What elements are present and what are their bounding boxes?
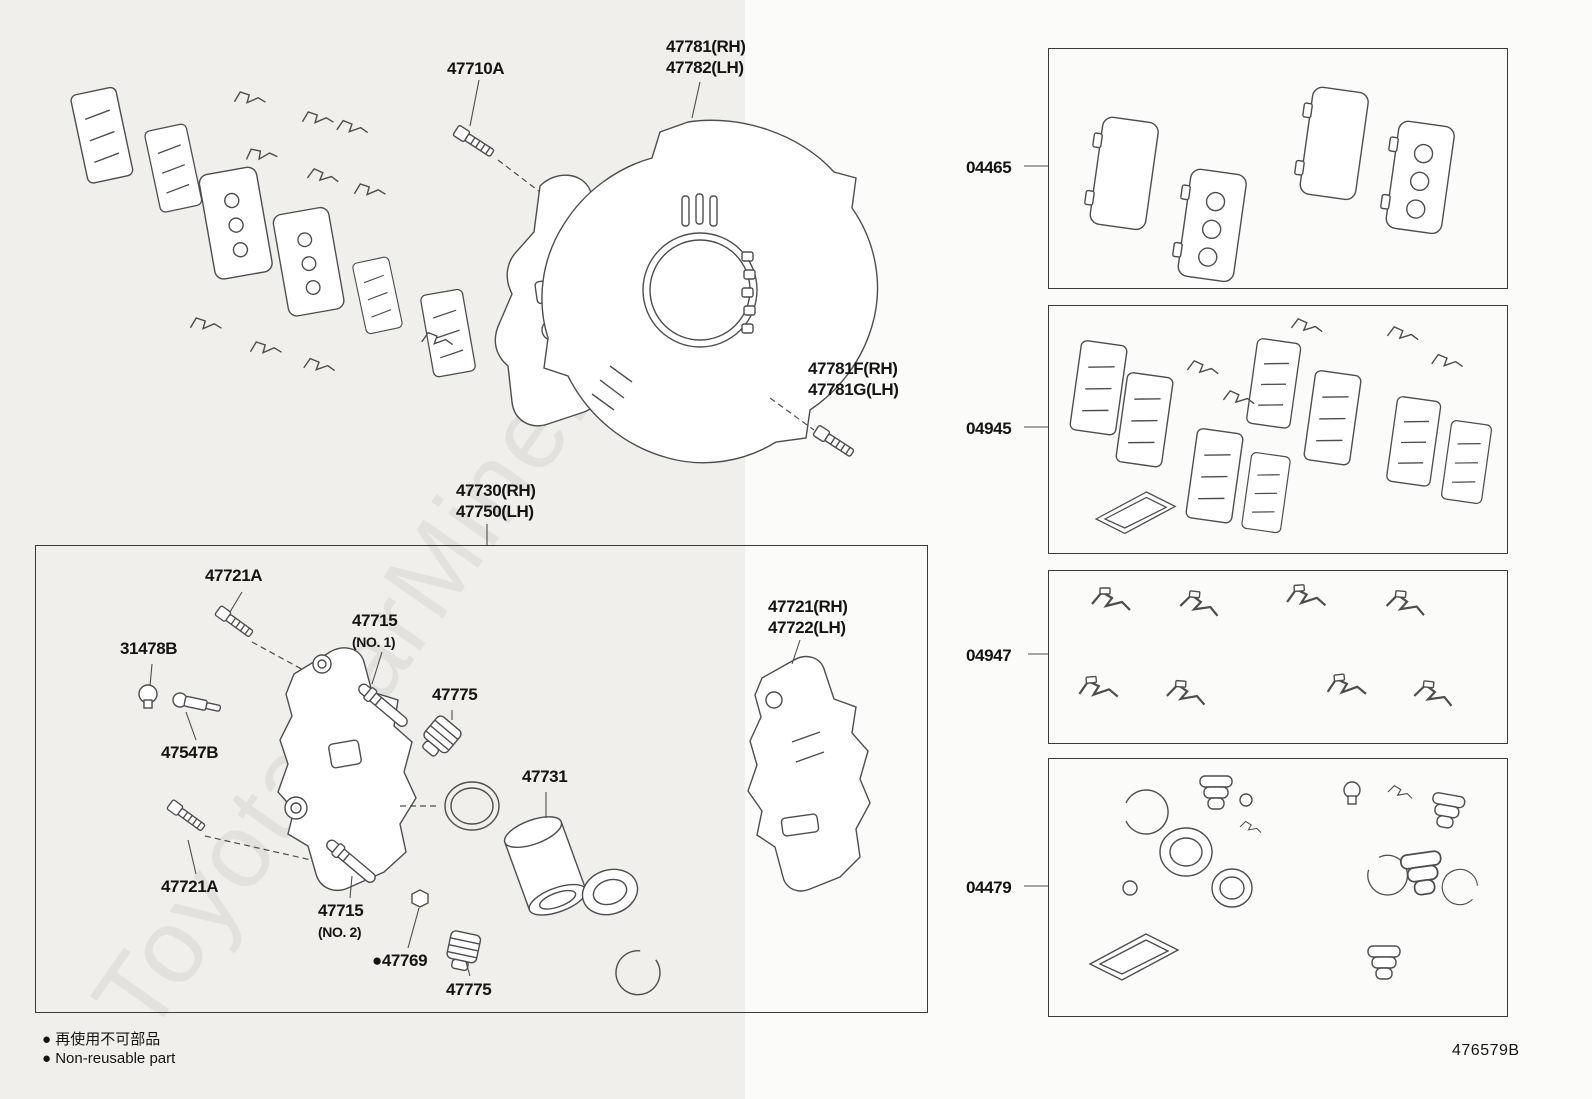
dust-cover-drawing [541,119,879,464]
part-label-47715-no2: 47715 [318,901,364,920]
bleeder-plug-drawing [138,684,158,709]
kit-box-04479 [1048,758,1508,1017]
nut-47769-drawing [411,889,429,908]
diagram-code: 476579B [1452,1042,1520,1059]
legend-non-reusable-en: ● Non-reusable part [42,1050,176,1067]
part-label-47769: ●47769 [372,951,428,970]
part-label-47721a-lower: 47721A [161,877,219,896]
part-label-47775-upper: 47775 [432,685,478,704]
kit-box-04465 [1048,48,1508,289]
piston-seal-drawing [444,781,500,831]
part-label-47715-no2-note: (NO. 2) [318,924,362,940]
leader-lines [149,79,1048,977]
bleeder-screw-drawing [172,692,222,712]
kit-box-04945 [1048,305,1508,554]
caliper-mounting-bracket-drawing [747,655,871,892]
kit-label-04479: 04479 [966,878,1012,897]
part-label-47731: 47731 [522,767,568,786]
part-label-47781-47782: 47781(RH) 47782(LH) [666,37,746,77]
kit-label-04465: 04465 [966,158,1012,177]
pad-kit-drawing [1081,84,1457,284]
part-label-47715-no1-note: (NO. 1) [352,634,396,650]
kit-box-04947 [1048,570,1508,744]
part-label-47710a: 47710A [447,59,505,78]
bolt-47781f-drawing [769,397,857,460]
part-label-47781f-47781g: 47781F(RH) 47781G(LH) [808,359,899,399]
part-label-47721a-upper: 47721A [205,566,263,585]
part-label-47715-no1: 47715 [352,611,398,630]
part-label-47730-47750: 47730(RH) 47750(LH) [456,481,536,521]
right-panel-background [745,0,1592,1099]
cylinder-kit-drawing [1089,775,1482,981]
cylinder-boot-drawing [581,868,639,916]
kit-label-04945: 04945 [966,419,1012,438]
caliper-detail-box [35,545,928,1013]
piston-drawing [503,816,587,916]
kit-label-04947: 04947 [966,646,1012,665]
part-label-47547b: 47547B [161,743,219,762]
brake-pads-cluster-drawing [69,85,477,379]
bolt-47710a-drawing [452,124,541,193]
legend-non-reusable-jp: ● 再使用不可部品 [42,1031,161,1048]
part-label-47775-lower: 47775 [446,980,492,999]
part-label-31478b: 31478B [120,639,178,658]
part-label-47721-47722: 47721(RH) 47722(LH) [768,597,848,637]
